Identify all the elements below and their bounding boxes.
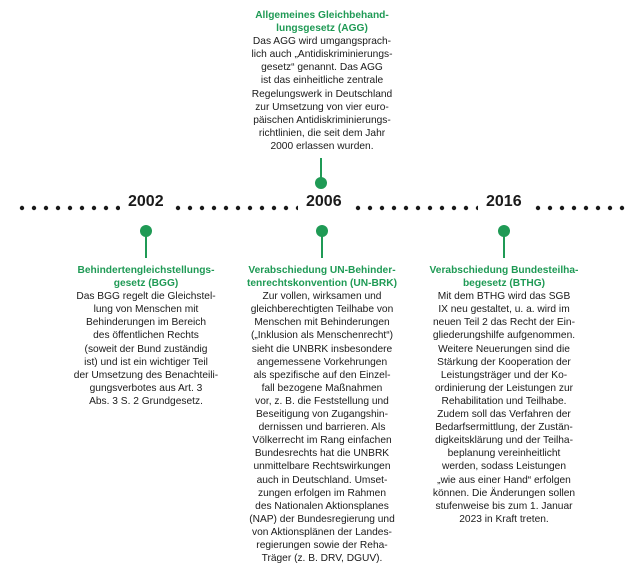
timeline-dot xyxy=(115,205,121,211)
timeline-dot xyxy=(247,205,253,211)
timeline-dot xyxy=(463,205,469,211)
event-agg-body: Das AGG wird umgangsprach- lich auch „An… xyxy=(251,36,393,152)
timeline-dot xyxy=(415,205,421,211)
timeline-dot xyxy=(427,205,433,211)
connector-agg xyxy=(320,158,322,180)
timeline-dot xyxy=(355,205,361,211)
event-unbrk-title: Verabschiedung UN-Behinder- tenrechtskon… xyxy=(247,265,397,290)
timeline-dot xyxy=(199,205,205,211)
timeline-dot xyxy=(535,205,541,211)
timeline-dot xyxy=(271,205,277,211)
timeline-dot xyxy=(211,205,217,211)
event-bthg: Verabschiedung Bundesteilha- begesetz (B… xyxy=(393,264,615,526)
timeline-dot xyxy=(55,205,61,211)
timeline-dot xyxy=(67,205,73,211)
connector-dot-agg xyxy=(315,177,327,189)
event-unbrk-body: Zur vollen, wirksamen und gleichberechti… xyxy=(249,291,395,565)
timeline-dot xyxy=(379,205,385,211)
timeline-dot xyxy=(79,205,85,211)
timeline-dot xyxy=(439,205,445,211)
timeline-dot xyxy=(235,205,241,211)
timeline-dot xyxy=(367,205,373,211)
timeline-dot xyxy=(583,205,589,211)
timeline-dot xyxy=(547,205,553,211)
timeline-dot xyxy=(19,205,25,211)
timeline-dot xyxy=(607,205,613,211)
timeline-dot xyxy=(175,205,181,211)
timeline-dot xyxy=(187,205,193,211)
event-agg: Allgemeines Gleichbehand- lungsgesetz (A… xyxy=(212,9,432,153)
timeline-dot xyxy=(451,205,457,211)
timeline-dot xyxy=(391,205,397,211)
timeline-dot xyxy=(559,205,565,211)
timeline-dot xyxy=(31,205,37,211)
event-unbrk: Verabschiedung UN-Behinder- tenrechtskon… xyxy=(210,264,434,565)
timeline-dot xyxy=(259,205,265,211)
timeline-dot xyxy=(619,205,625,211)
event-bthg-title: Verabschiedung Bundesteilha- begesetz (B… xyxy=(429,265,579,290)
event-bgg-title: Behindertengleichstellungs- gesetz (BGG) xyxy=(77,265,215,290)
connector-dot-unbrk xyxy=(316,225,328,237)
timeline-dot xyxy=(103,205,109,211)
event-bgg: Behindertengleichstellungs- gesetz (BGG)… xyxy=(40,264,252,408)
connector-bthg xyxy=(503,236,505,258)
event-agg-title: Allgemeines Gleichbehand- lungsgesetz (A… xyxy=(255,10,389,35)
event-bgg-body: Das BGG regelt die Gleichstel- lung von … xyxy=(73,291,219,407)
connector-dot-bgg xyxy=(140,225,152,237)
timeline-dot xyxy=(595,205,601,211)
year-label-2016: 2016 xyxy=(478,193,530,211)
year-label-2002: 2002 xyxy=(120,193,172,211)
timeline-dot xyxy=(571,205,577,211)
year-label-2006: 2006 xyxy=(298,193,350,211)
timeline-dot xyxy=(223,205,229,211)
timeline-dot xyxy=(403,205,409,211)
timeline-dot xyxy=(91,205,97,211)
timeline-axis xyxy=(19,205,625,211)
timeline-dot xyxy=(43,205,49,211)
connector-dot-bthg xyxy=(498,225,510,237)
event-bthg-body: Mit dem BTHG wird das SGB IX neu gestalt… xyxy=(432,291,576,525)
connector-bgg xyxy=(145,236,147,258)
connector-unbrk xyxy=(321,236,323,258)
timeline-dot xyxy=(283,205,289,211)
